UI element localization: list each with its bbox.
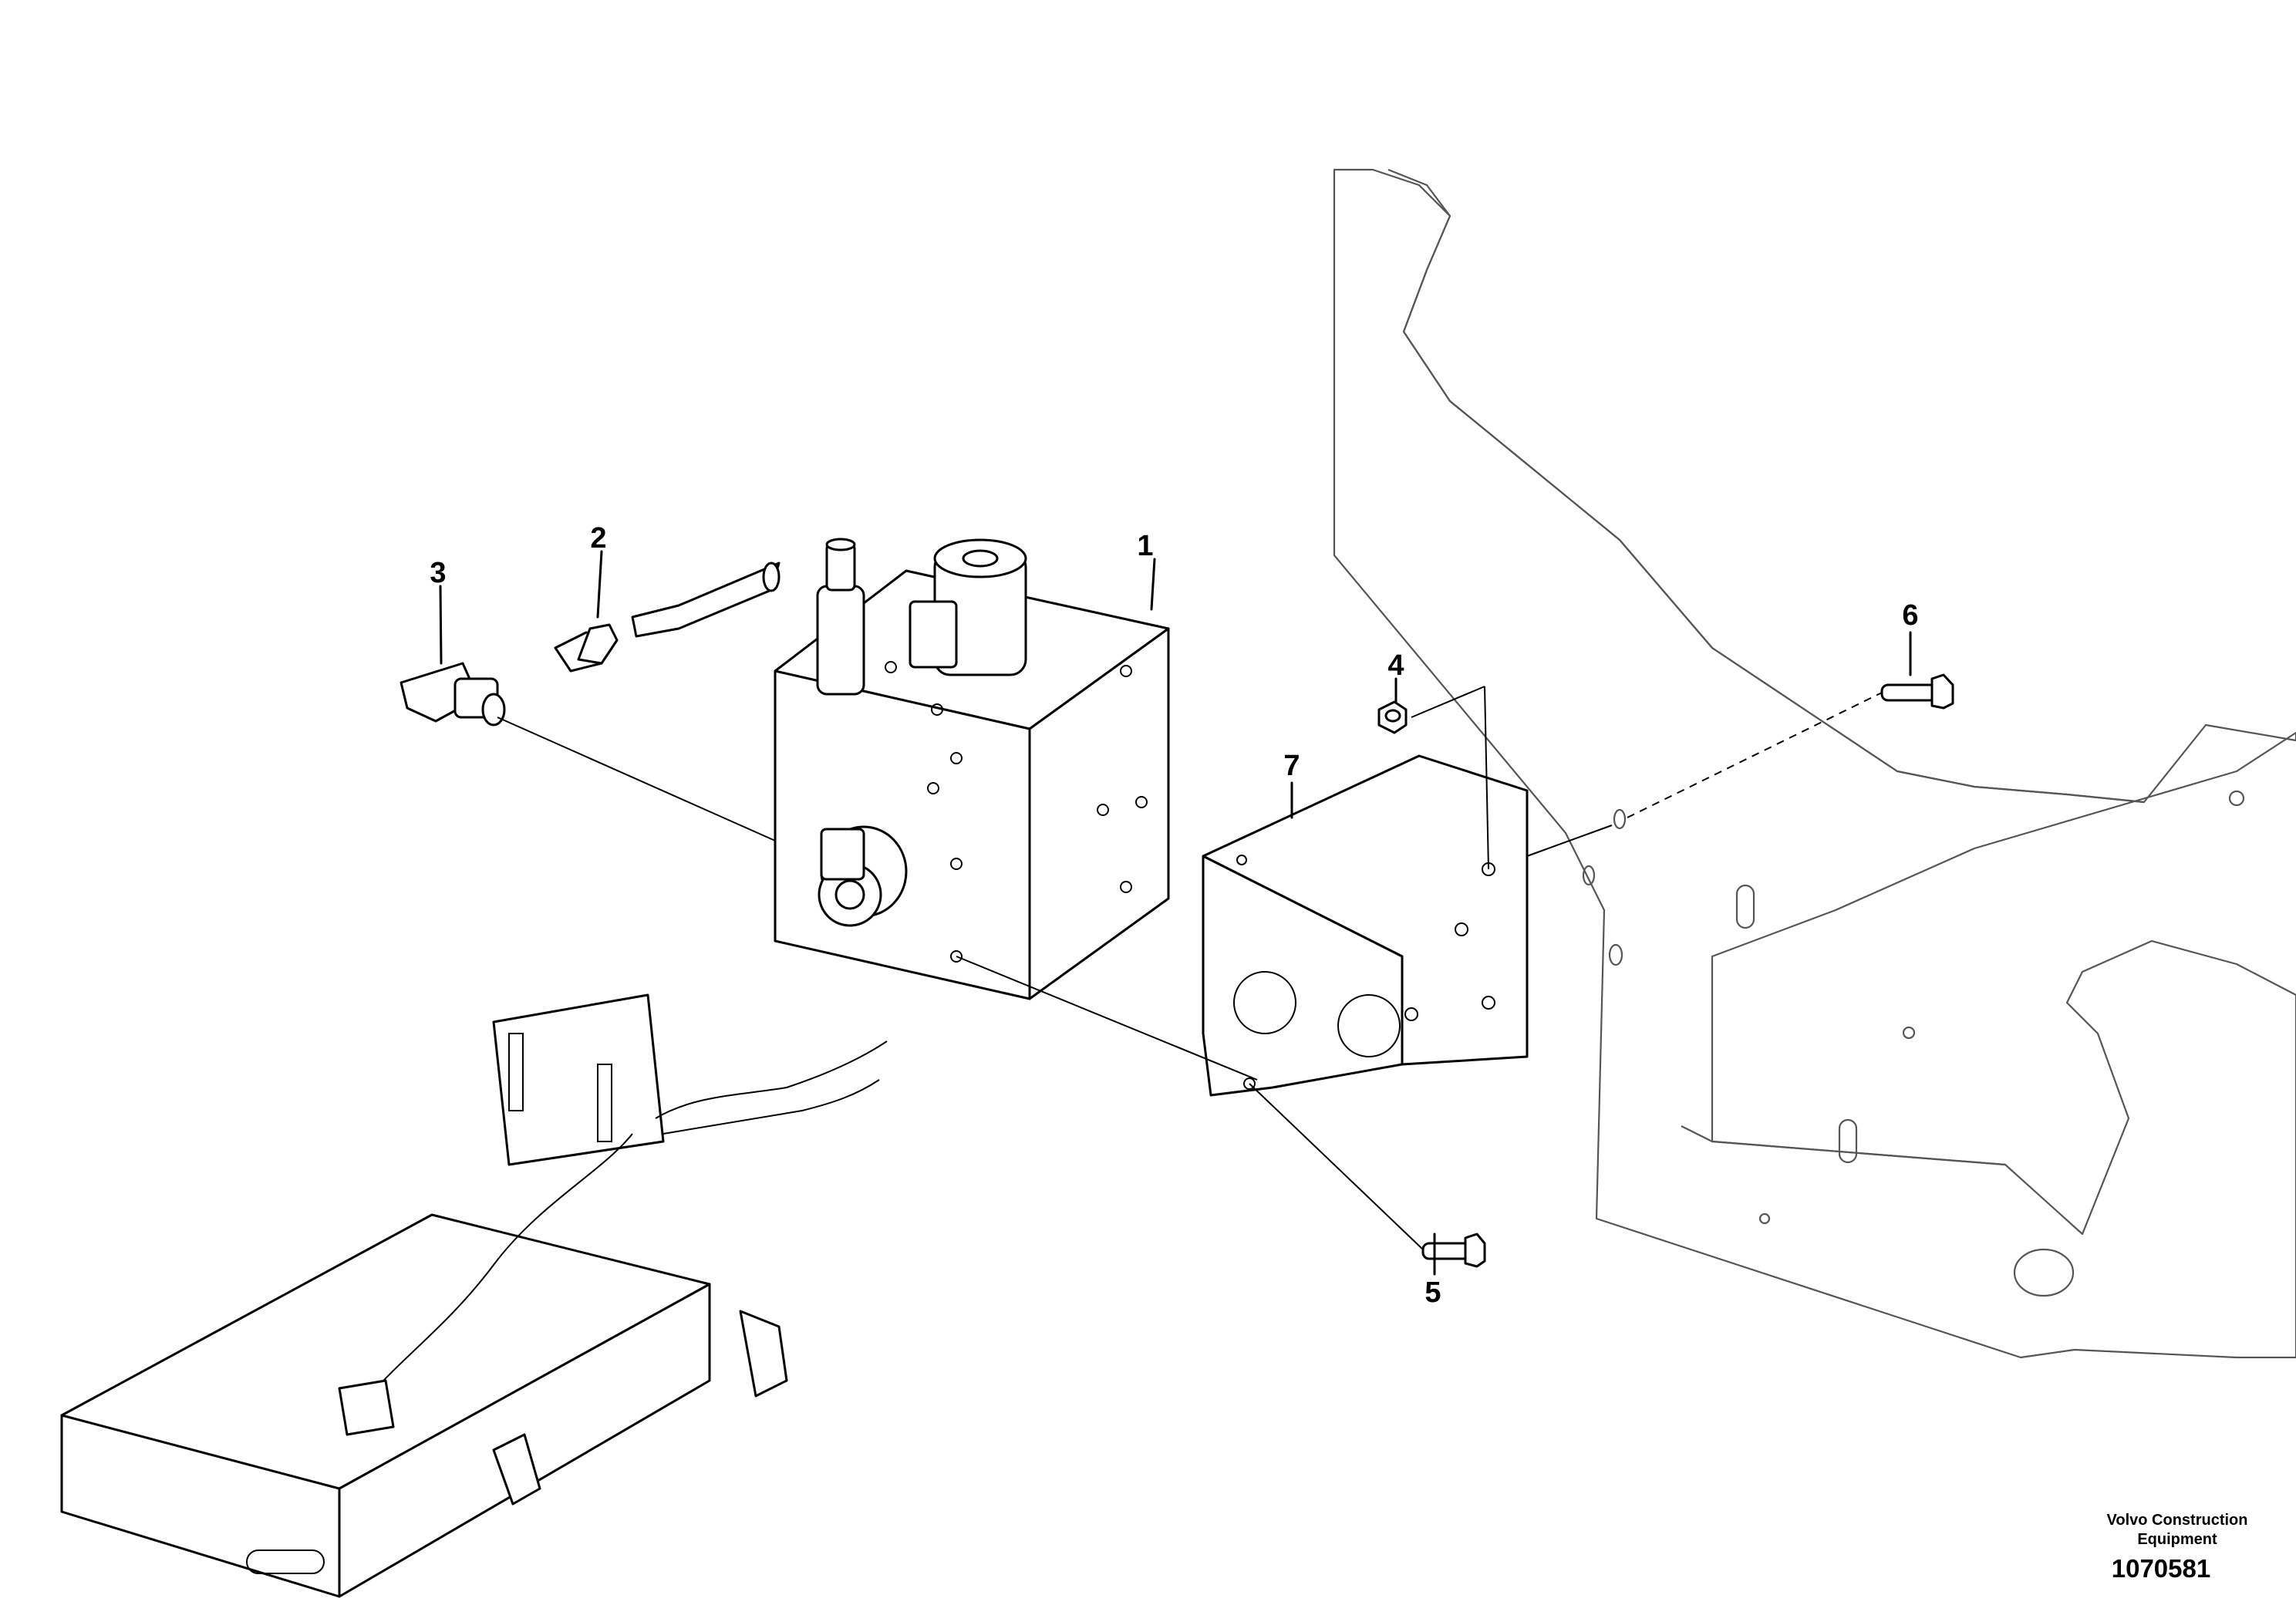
callout-2: 2 — [590, 522, 606, 555]
machine-frame-plate — [1333, 168, 2296, 1359]
frame-hole — [1613, 808, 1627, 830]
callout-5: 5 — [1424, 1276, 1441, 1309]
callout-3: 3 — [430, 557, 446, 589]
frame-hole — [1758, 1212, 1771, 1225]
drawing-caption: Volvo Construction Equipment 1070581 — [2107, 1512, 2248, 1583]
frame-pivot-hole — [2013, 1248, 2075, 1297]
leader-lines — [439, 550, 1912, 1276]
hose-assembly — [554, 561, 781, 673]
frame-slot — [1838, 1118, 1858, 1164]
drawing-number: 1070581 — [2112, 1554, 2210, 1583]
bracket — [1202, 754, 1529, 1097]
callout-6: 6 — [1902, 599, 1918, 632]
elbow-fitting — [400, 662, 506, 727]
frame-hole — [1608, 943, 1623, 966]
callout-4: 4 — [1387, 649, 1404, 682]
bolt-upper — [1880, 673, 1954, 710]
nut — [1377, 700, 1408, 734]
frame-hole — [2228, 790, 2245, 807]
caption-company-line1: Volvo Construction — [2107, 1512, 2248, 1529]
machine-overview-inset — [60, 993, 888, 1598]
frame-hole — [1582, 865, 1596, 886]
frame-hole — [1902, 1026, 1916, 1040]
callout-labels: 1 2 3 4 5 6 7 — [430, 522, 1918, 1309]
callout-1: 1 — [1137, 530, 1153, 562]
callout-7: 7 — [1283, 750, 1300, 782]
frame-slot — [1735, 884, 1755, 929]
bolt-lower — [1421, 1233, 1486, 1268]
caption-company-line2: Equipment — [2137, 1531, 2217, 1548]
valve-block — [774, 538, 1170, 1000]
